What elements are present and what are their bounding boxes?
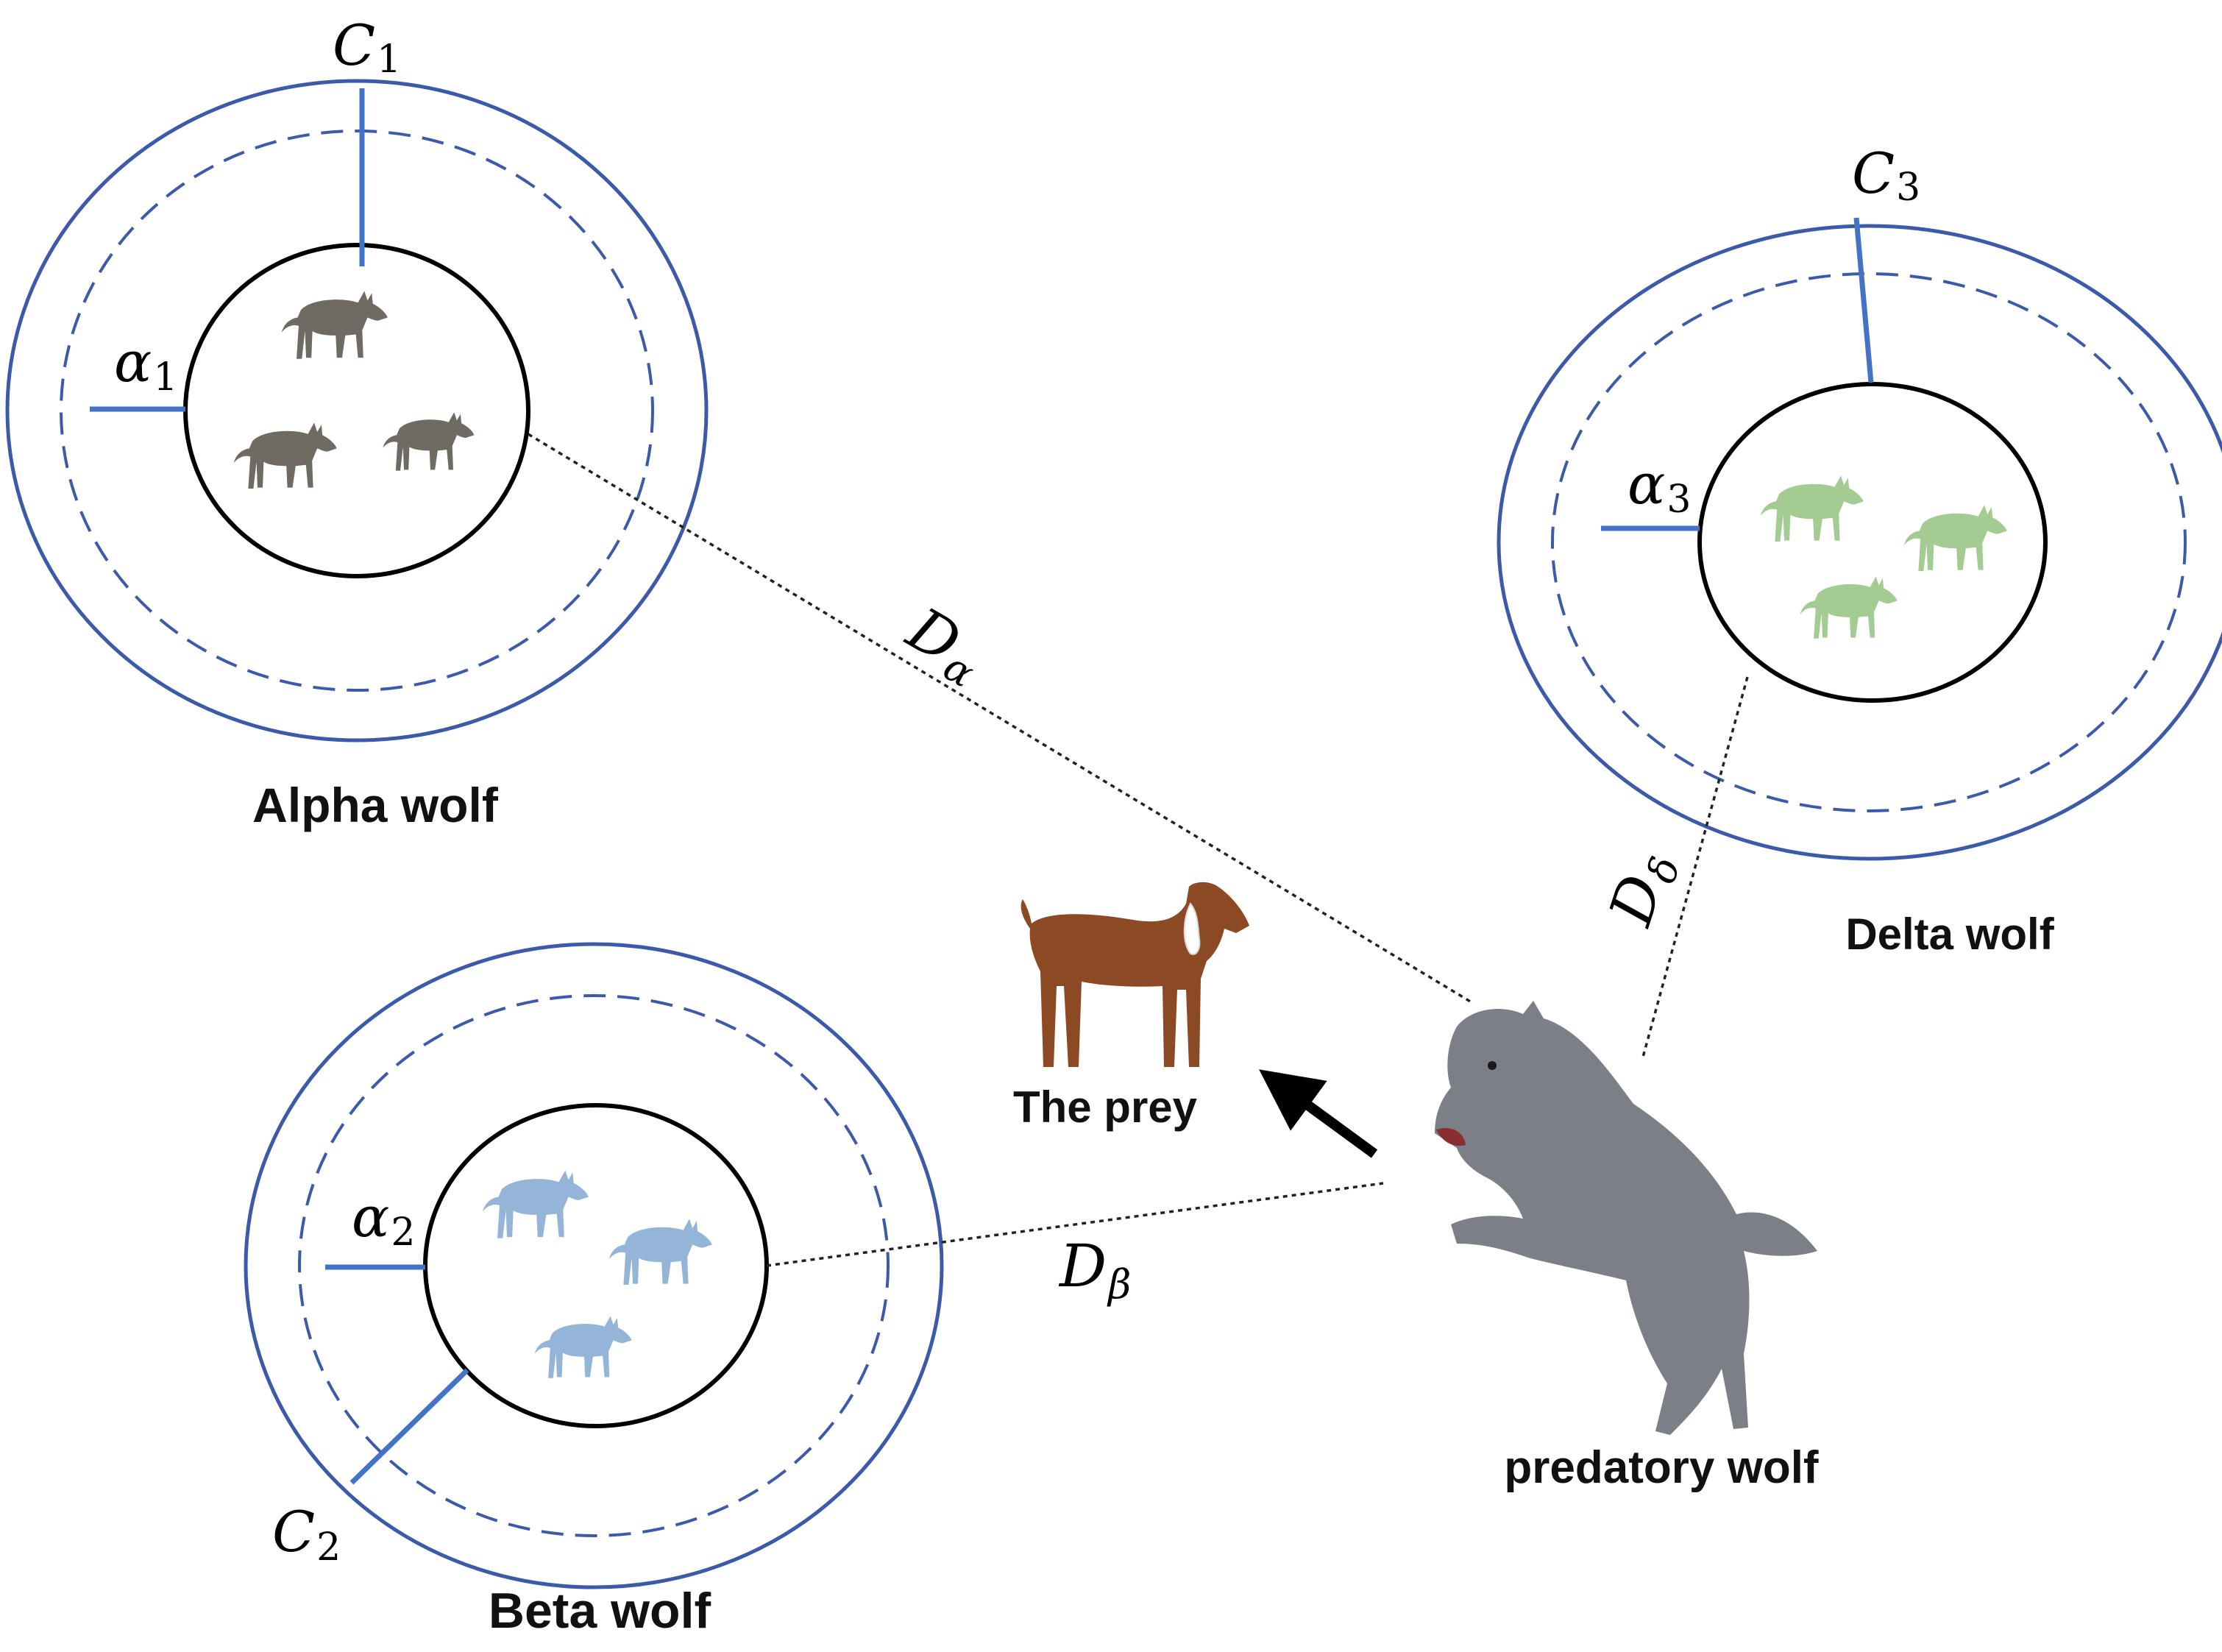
alpha-outer-circle [5, 79, 709, 742]
beta-inner-circle [423, 1103, 769, 1428]
distance-line-alpha [528, 433, 1472, 1004]
alpha-c-label: C1 [333, 13, 401, 82]
beta-c-label: C2 [272, 1499, 341, 1570]
delta-dashed-circle [1551, 272, 2187, 812]
alpha-wolf-caption: Alpha wolf [252, 778, 499, 832]
distance-label-alpha: Dα [892, 594, 996, 697]
prey-goat-icon [1021, 882, 1249, 1067]
alpha-a-label: α1 [114, 329, 177, 400]
delta-c-radius-line [1853, 217, 1874, 383]
predatory-wolf-caption: predatory wolf [1504, 1442, 1819, 1493]
delta-c-label: C3 [1852, 141, 1920, 210]
attack-arrow [1259, 1069, 1378, 1158]
delta-wolf-caption: Delta wolf [1845, 910, 2054, 959]
distance-line-delta [1641, 676, 1749, 1060]
beta-wolf-caption: Beta wolf [489, 1583, 711, 1639]
beta-c-radius-line [349, 1368, 469, 1485]
predatory-wolf-icon [1435, 1001, 1817, 1435]
alpha-inner-circle [183, 243, 530, 578]
beta-dashed-circle [298, 994, 890, 1537]
delta-a-label: α3 [1628, 451, 1691, 522]
alpha-group: C1 α1 Alpha wolf [5, 13, 709, 832]
delta-inner-circle [1697, 382, 2048, 703]
prey-caption: The prey [1013, 1082, 1198, 1132]
beta-a-label: α2 [352, 1184, 415, 1255]
beta-outer-circle [244, 942, 944, 1589]
distance-line-beta [766, 1182, 1384, 1267]
alpha-dashed-circle [60, 130, 654, 692]
distance-label-beta: Dβ [1058, 1232, 1131, 1308]
delta-group: C3 α3 Delta wolf [1497, 141, 2222, 959]
delta-outer-circle [1497, 224, 2222, 861]
beta-group: C2 α2 Beta wolf [244, 942, 944, 1639]
distance-label-delta: Dδ [1596, 843, 1689, 936]
